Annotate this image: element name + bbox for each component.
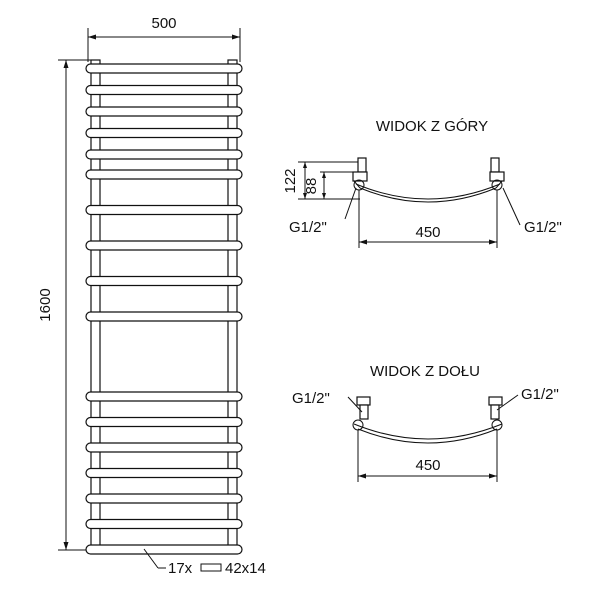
bar-callout: 17x 42x14 [143,548,266,577]
bar-size-label: 42x14 [225,560,266,577]
radiator-bar-16 [85,518,243,530]
bottom-curve-outer [353,423,503,440]
radiator-bar-5 [85,149,243,160]
radiator-bar-6 [85,169,243,180]
radiator-bar-14 [85,467,243,479]
left-valve-body [359,404,369,420]
bottom-right-connection-label: G1/2" [521,386,559,403]
bottom-view-title: WIDOK Z DOŁU [370,363,480,380]
bottom-curve-inner [357,428,498,444]
top-spacing-dimension: 450 [358,190,498,248]
radiator-bar-10 [85,311,243,322]
radiator-bar-17 [85,544,243,555]
depth-inner-dimension: 88 [303,171,358,199]
bottom-left-connection-label: G1/2" [292,390,330,407]
top-view-title: WIDOK Z GÓRY [376,118,488,135]
bottom-spacing-label: 450 [415,457,440,474]
bar-profile-icon [200,563,222,572]
radiator-bar-15 [85,493,243,504]
right-valve-top [488,396,503,406]
width-dimension: 500 [87,15,241,62]
width-label: 500 [151,15,176,32]
radiator-bar-9 [85,275,243,287]
bar-count-label: 17x [168,560,193,577]
radiator-bar-2 [85,84,243,96]
top-right-connection-label: G1/2" [524,219,562,236]
left-valve-nut [352,171,368,182]
bottom-spacing-dimension: 450 [357,430,498,482]
bottom-view: WIDOK Z DOŁU G1/2" G1/2" 450 [292,363,559,482]
radiator-bar-13 [85,442,243,453]
right-valve-body [490,404,500,420]
height-label: 1600 [37,288,54,321]
radiator-bar-4 [85,127,243,139]
left-collector-section [352,419,364,431]
top-spacing-label: 450 [415,224,440,241]
radiator-bar-7 [85,204,243,216]
top-curve-inner [359,187,497,203]
top-left-connection-label: G1/2" [289,219,327,236]
height-dimension: 1600 [37,59,92,551]
top-curve-outer [355,183,501,200]
left-valve-top [356,396,371,406]
depth-total-label: 122 [282,168,299,193]
depth-total-dimension: 122 [282,161,360,200]
radiator-bar-8 [85,240,243,251]
front-view: 500 1600 17x 42x14 [37,15,266,577]
top-view: WIDOK Z GÓRY 122 88 G1 [282,118,562,248]
radiator-bar-11 [85,391,243,402]
radiator-bar-3 [85,106,243,117]
depth-inner-label: 88 [303,178,320,195]
radiator-bars [85,63,243,555]
right-valve-body [490,157,500,173]
radiator-bar-12 [85,416,243,428]
left-valve-body [357,157,367,173]
right-valve-nut [489,171,505,182]
radiator-bar-1 [85,63,243,74]
